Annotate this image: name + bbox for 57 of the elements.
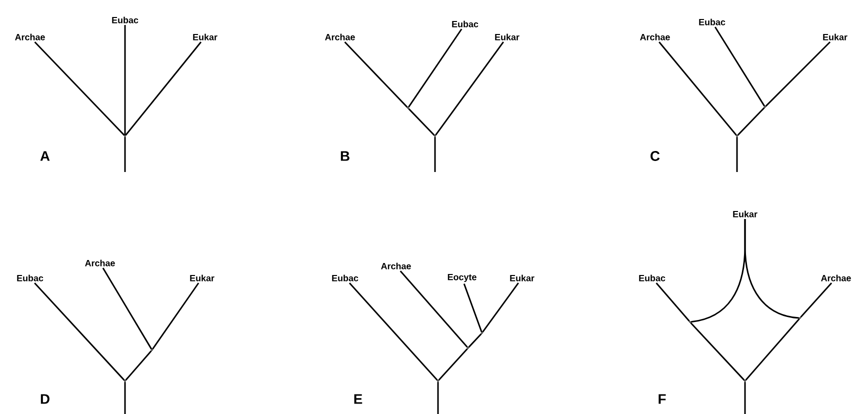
branch-line (102, 268, 152, 350)
taxon-label: Eubac (452, 20, 478, 28)
branch-line (344, 41, 408, 108)
branch-line (482, 282, 519, 333)
branch-line (737, 107, 765, 136)
branch-line (714, 26, 766, 107)
branch-line (408, 28, 462, 108)
taxon-label: Archae (381, 262, 411, 270)
taxon-label: Archae (821, 274, 851, 282)
branch-line (744, 382, 746, 414)
branch-line (125, 42, 202, 136)
taxon-label: Eukar (823, 34, 848, 40)
panel-letter: A (40, 151, 50, 161)
branch-line (800, 282, 832, 318)
branch-line (765, 41, 831, 107)
taxon-label: Eukar (193, 34, 218, 40)
branch-line (124, 136, 126, 172)
taxon-label: Archae (85, 260, 115, 266)
taxon-label: Eukar (495, 34, 520, 40)
branch-line (745, 318, 800, 381)
taxon-label: Eubac (332, 274, 358, 282)
branch-line (400, 270, 468, 348)
taxon-label: Eukar (733, 210, 758, 218)
taxon-label: Eukar (190, 274, 214, 282)
taxon-label: Eubac (639, 274, 666, 282)
branch-line (408, 108, 435, 136)
branch-line (152, 282, 200, 350)
branch-line (438, 348, 468, 381)
branch-line (468, 333, 482, 348)
taxon-label: Eubac (699, 18, 726, 26)
branch-line (656, 282, 690, 322)
branch-line (124, 382, 126, 414)
taxon-label: Eocyte (448, 274, 476, 282)
panel-letter: F (658, 394, 666, 404)
panel-letter: D (40, 394, 50, 404)
branch-line (34, 282, 125, 381)
branch-line (736, 136, 738, 172)
taxon-label: Eukar (510, 274, 534, 282)
taxon-label: Eubac (17, 274, 44, 282)
branch-line (690, 322, 745, 381)
branch-line (34, 41, 125, 136)
branch-line (437, 382, 439, 414)
branch-line (744, 219, 800, 319)
taxon-label: Archae (640, 34, 670, 40)
branch-line (658, 42, 737, 136)
panel-letter: B (340, 151, 350, 161)
branch-line (124, 25, 126, 136)
taxon-label: Archae (15, 34, 45, 40)
branch-line (463, 283, 482, 332)
taxon-label: Archae (325, 34, 355, 40)
branch-line (434, 136, 436, 172)
branch-line (434, 42, 504, 136)
panel-letter: E (354, 394, 362, 404)
branch-line (348, 282, 438, 381)
taxon-label: Eubac (112, 16, 138, 24)
panel-letter: C (650, 151, 660, 161)
branch-line (125, 350, 152, 381)
